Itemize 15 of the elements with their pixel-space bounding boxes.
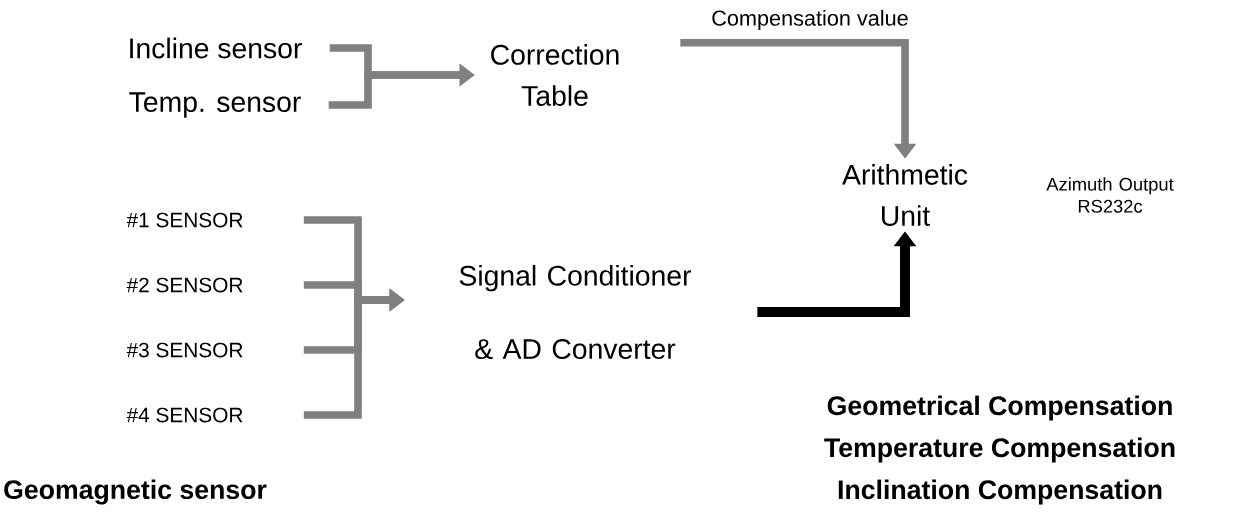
- block-label: Arithmetic Unit: [842, 164, 968, 226]
- note-text: Inclination Compensation: [838, 479, 1162, 505]
- note-text: Geometrical Compensation: [827, 395, 1172, 421]
- note-text: Geomagnetic sensor: [4, 479, 267, 505]
- block-label: Correction Table: [491, 44, 619, 106]
- block-label: #1 SENSOR: [126, 212, 243, 228]
- block-label: Temp. sensor: [129, 92, 301, 118]
- block-label: #4 SENSOR: [126, 407, 243, 423]
- edge-label: Compensation value: [709, 8, 911, 32]
- note-text: Azimuth Output RS232c: [1046, 177, 1174, 213]
- note-text: Temperature Compensation: [824, 437, 1175, 463]
- block-label: #3 SENSOR: [126, 342, 243, 358]
- block-label: Incline sensor: [130, 37, 302, 59]
- block-label: Signal Conditioner & AD Converter: [459, 264, 692, 360]
- block-label: #2 SENSOR: [126, 277, 243, 293]
